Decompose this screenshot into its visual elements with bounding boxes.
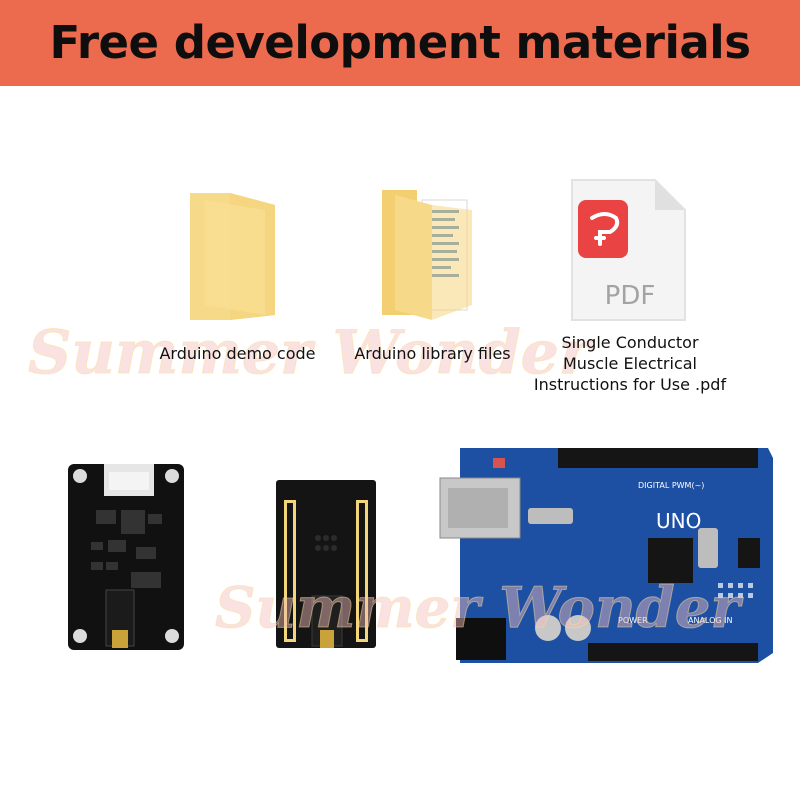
file-instructions-pdf[interactable]: PDF Single Conductor Muscle Electrical I… [525,178,735,398]
svg-text:ANALOG IN: ANALOG IN [688,616,733,625]
header-banner [0,0,800,86]
electrode-board-image [276,480,376,648]
svg-text:UNO: UNO [656,509,701,533]
folder-with-documents-icon [382,190,472,320]
file-label-line-2: Muscle Electrical [563,354,697,373]
folder-icon [190,193,275,320]
svg-text:POWER: POWER [618,616,648,625]
arduino-uno-board-image: UNO DIGITAL PWM(~) ANALOG IN POWER [439,448,773,663]
pdf-file-icon: PDF [571,179,686,321]
muscle-sensor-module-image [68,464,184,650]
file-label: Arduino demo code [159,344,316,363]
file-label: Arduino library files [354,344,511,363]
file-label-line-1: Single Conductor [561,333,699,352]
page-title: Free development materials [49,16,751,69]
svg-text:DIGITAL PWM(~): DIGITAL PWM(~) [638,481,704,490]
file-arduino-demo-code[interactable]: Arduino demo code [150,180,325,363]
file-arduino-library-files[interactable]: Arduino library files [345,180,520,363]
file-label-line-3: Instructions for Use .pdf [533,375,727,394]
svg-text:PDF: PDF [605,281,656,311]
